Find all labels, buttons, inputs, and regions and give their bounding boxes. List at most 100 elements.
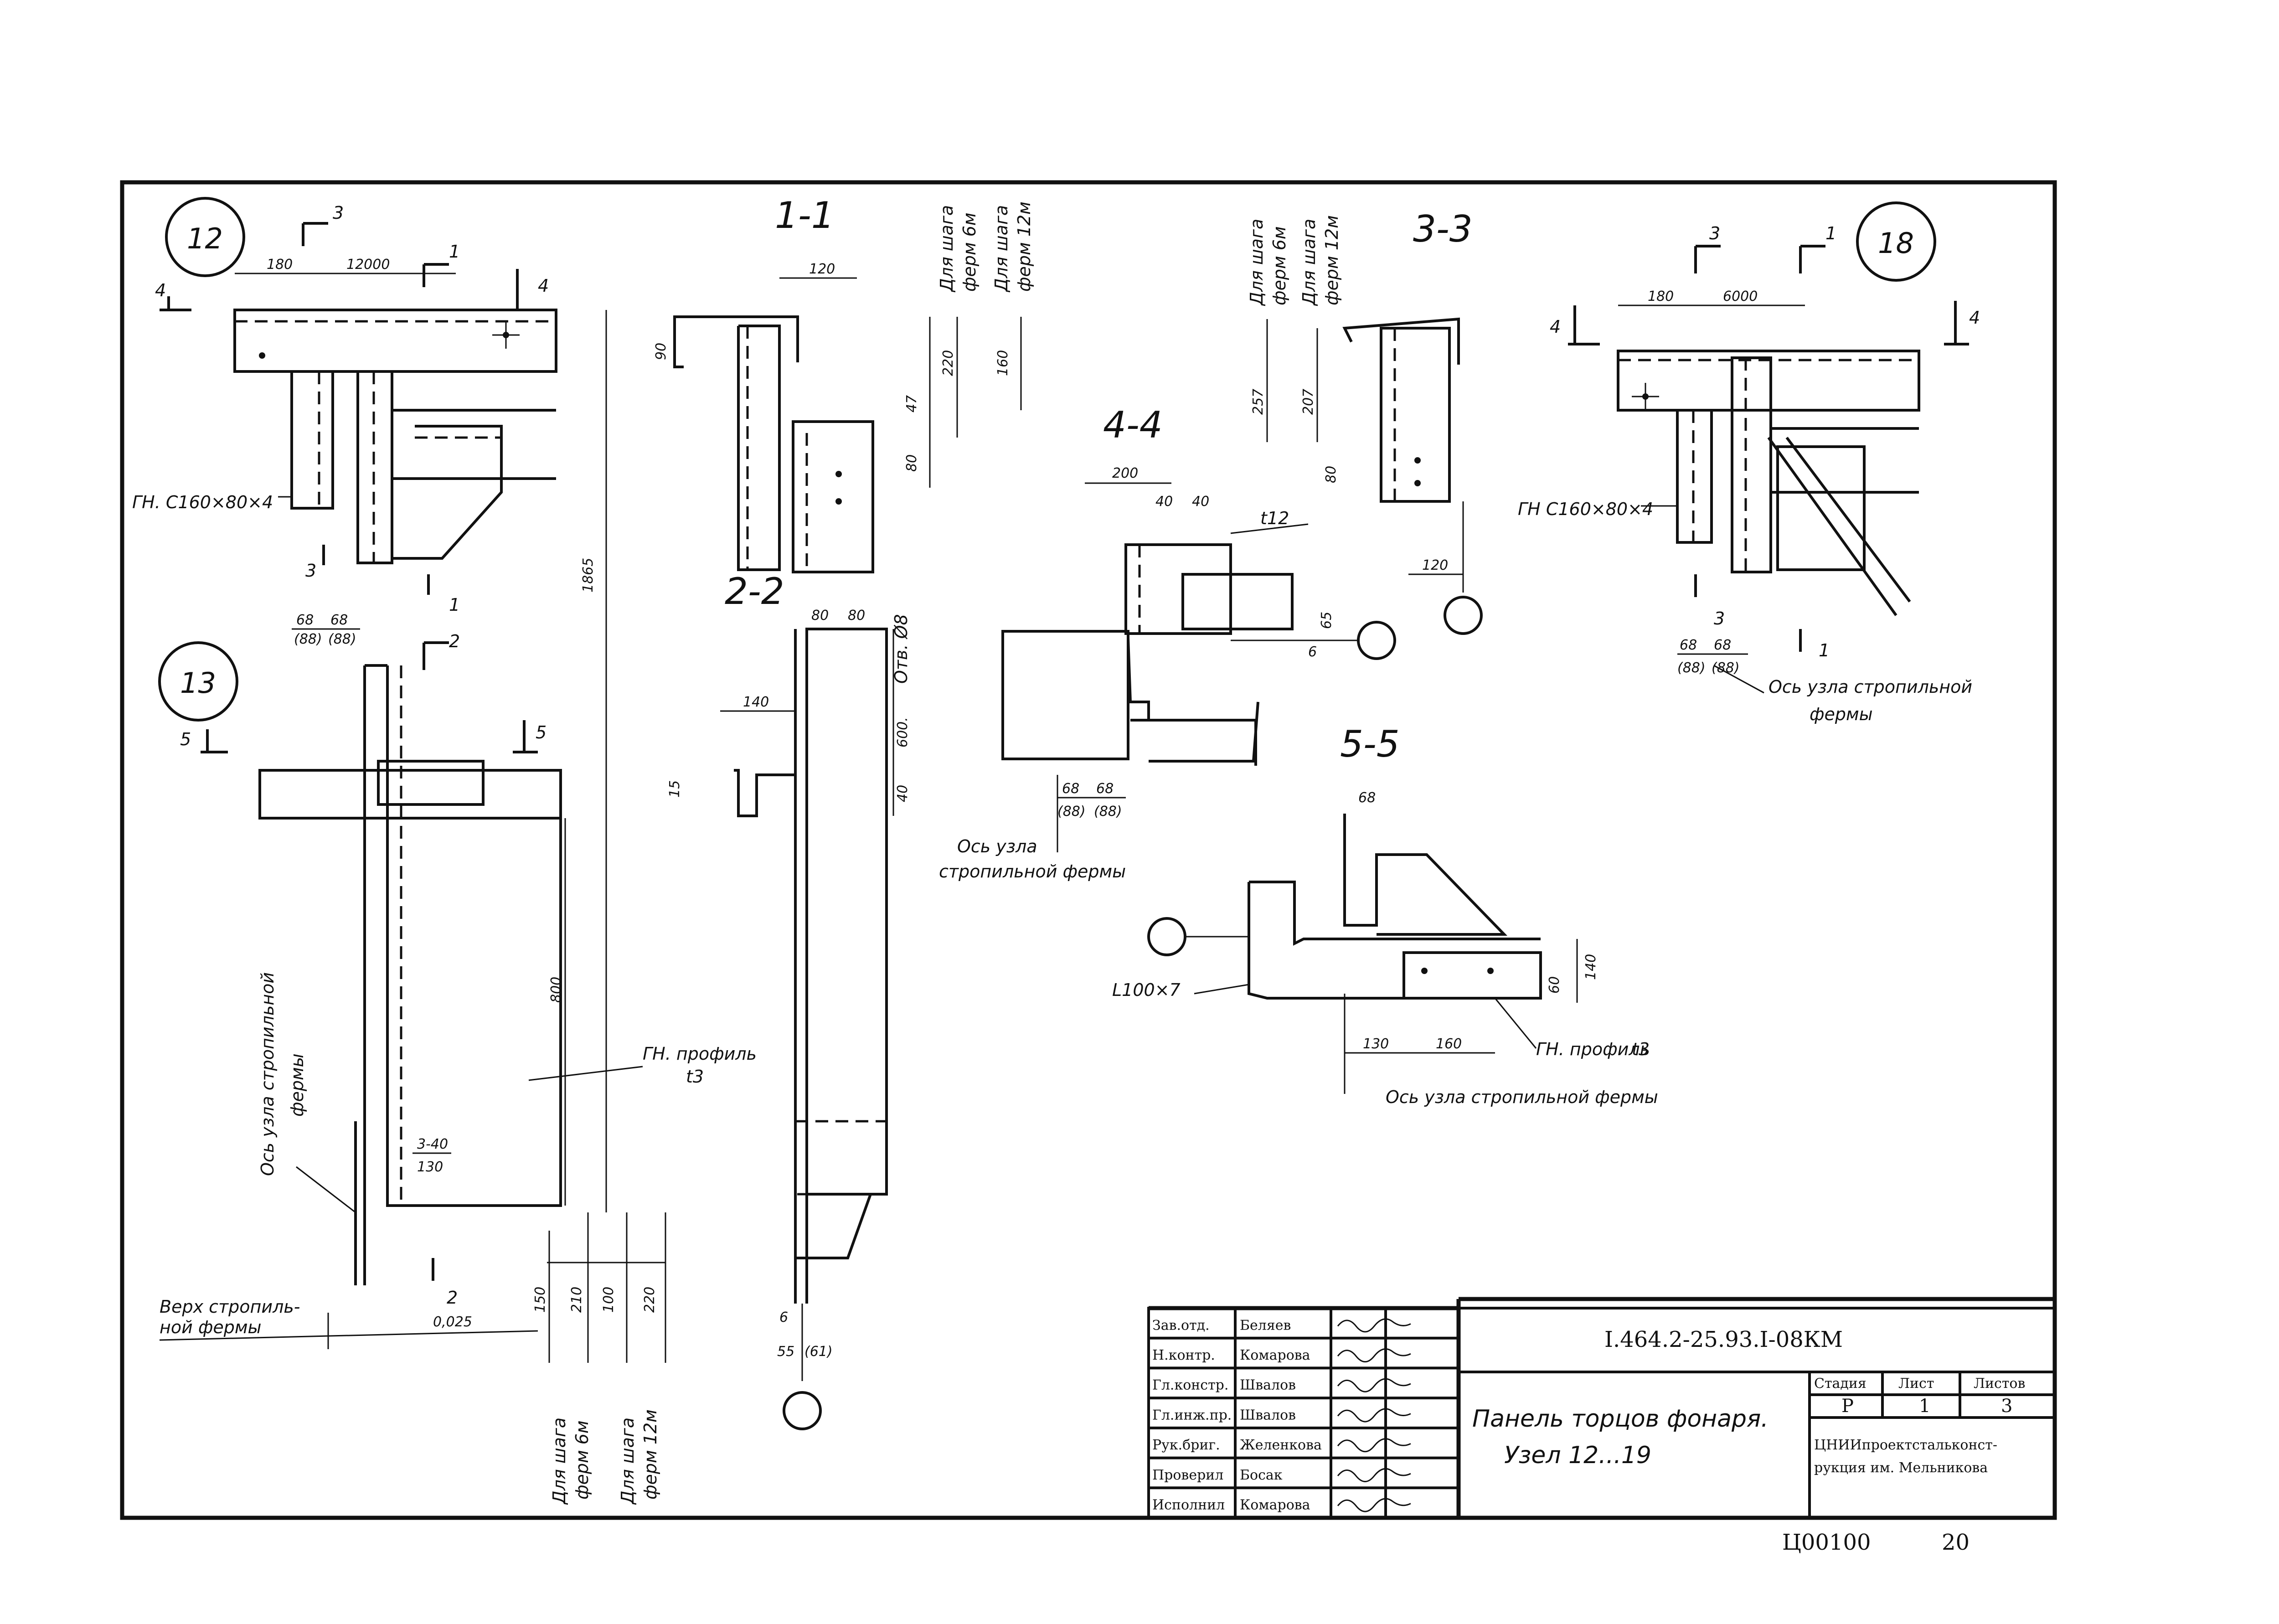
dim-150: 150: [532, 1287, 548, 1313]
cut-1-r: 1: [1825, 223, 1836, 243]
sheet-frame: [120, 180, 2057, 1520]
cut-4-left: 4: [155, 280, 166, 300]
dim-90: 90: [653, 343, 669, 360]
dim-257: 257: [1250, 389, 1266, 415]
step6-line1: Для шага: [549, 1418, 569, 1505]
section-4-4-title: 4-4: [1103, 404, 1163, 446]
step12-line2: ферм 12м: [640, 1409, 660, 1500]
verkh-line2: ной фермы: [160, 1317, 262, 1337]
dim-68-f: 68: [1680, 637, 1697, 653]
org-line1: ЦНИИпроектстальконст-: [1814, 1437, 1997, 1453]
dim-60: 60: [1547, 976, 1562, 994]
dim-80-a: 80: [904, 454, 920, 472]
dim-140-b: 140: [1583, 954, 1599, 980]
gn-profile-55: ГН. профиль: [1536, 1039, 1650, 1059]
title-row-role: Зав.отд.: [1152, 1317, 1210, 1333]
dim-1865: 1865: [580, 558, 596, 593]
dim-200: 200: [1112, 465, 1138, 481]
node-18-view: 18 3 1 4 4 180 6000 ГН С160×80×4: [1518, 201, 1980, 724]
section-2-2-title: 2-2: [725, 570, 784, 613]
dim-100: 100: [601, 1287, 617, 1313]
axis-node-line: Ось узла стропильной фермы: [1386, 1087, 1658, 1107]
node-18-label: 18: [1878, 227, 1914, 260]
title-row-role: Рук.бриг.: [1152, 1437, 1220, 1453]
dim-40-b: 40: [1192, 494, 1209, 510]
s11-step12-2: ферм 12м: [1014, 201, 1034, 292]
section-5-5-title: 5-5: [1340, 723, 1400, 765]
title-block: Зав.отд.БеляевН.контр.КомароваГл.констр.…: [1147, 1297, 2056, 1519]
cut-2-bottom: 2: [447, 1288, 458, 1308]
dim-6-b: 6: [1308, 644, 1317, 660]
axis-vertical-2: фермы: [287, 1053, 307, 1117]
dim-88-e: (88): [1677, 660, 1706, 676]
dim-160-b: 160: [1436, 1036, 1462, 1052]
signature-mark: [1337, 1468, 1411, 1482]
dim-40: 40: [895, 785, 911, 802]
org-line2: рукция им. Мельникова: [1814, 1460, 1988, 1476]
dim-210: 210: [569, 1287, 585, 1313]
dim-180: 180: [267, 257, 293, 273]
dim-68-e: 68: [1358, 790, 1376, 806]
dim-80-c: 80: [848, 608, 865, 624]
dim-80-d: 80: [1323, 466, 1339, 483]
dim-800: 800: [548, 977, 564, 1003]
dim-220: 220: [642, 1287, 658, 1313]
cut-4-r-left: 4: [1550, 317, 1561, 337]
cut-3-r: 3: [1709, 223, 1720, 243]
doc-title-2: Узел 12...19: [1504, 1442, 1651, 1469]
cut-1-bottom: 1: [449, 595, 460, 615]
s11-step6-2: ферм 6м: [959, 212, 980, 292]
dim-130: 130: [417, 1159, 443, 1175]
dim-6000: 6000: [1723, 289, 1758, 304]
node-18-marker: [1856, 201, 1936, 282]
cut-3-r-bottom: 3: [1714, 608, 1725, 629]
dim-61: (61): [804, 1344, 833, 1360]
axis-vertical-1: Ось узла стропильной: [258, 972, 278, 1176]
signature-mark: [1337, 1378, 1411, 1392]
gn-profile-t3: t3: [686, 1067, 704, 1087]
gn-profile-55-t3: t3: [1632, 1039, 1650, 1059]
dim-120-b: 120: [1422, 557, 1448, 573]
title-row-name: Беляев: [1240, 1317, 1291, 1333]
node-12-label: 12: [187, 222, 223, 255]
section-3-3-title: 3-3: [1413, 208, 1473, 250]
cut-2-top: 2: [449, 631, 460, 651]
page-number: 20: [1942, 1530, 1970, 1555]
dim-88-d: (88): [1094, 804, 1122, 820]
s33-step6-2: ферм 6м: [1269, 226, 1289, 305]
section-1-1-title: 1-1: [775, 194, 835, 237]
verkh-line1: Верх стропиль-: [160, 1297, 300, 1317]
t12-label: t12: [1260, 508, 1289, 528]
sheet-value: 1: [1919, 1396, 1930, 1417]
axis-r-1: Ось узла стропильной: [1769, 677, 1972, 697]
otv-label: Отв. Ø8: [891, 614, 911, 684]
gn-c160-label-right: ГН С160×80×4: [1518, 499, 1653, 519]
dim-12000: 12000: [346, 257, 390, 273]
title-row-name: Комарова: [1240, 1497, 1310, 1513]
dim-88-f: (88): [1712, 660, 1740, 676]
dim-180-r: 180: [1648, 289, 1674, 304]
cut-1-r-bottom: 1: [1819, 640, 1830, 660]
dim-88-c: (88): [1057, 804, 1086, 820]
dim-600: 600.: [895, 717, 911, 748]
signature-mark: [1337, 1348, 1411, 1363]
dim-160-a: 160: [995, 350, 1011, 376]
signature-mark: [1337, 1498, 1411, 1512]
dim-88-a: (88): [294, 631, 322, 647]
section-3-3: 3-3 Для шага ферм 6м Для шага ферм 12м 2…: [1247, 208, 1483, 635]
node-13-view: 13 2 5 5 1865 800 ГН. профиль t3 3-40 13…: [158, 310, 757, 1505]
section-5-5: 5-5 68 60 140 L100×7 130 160 ГН. профиль…: [1112, 723, 1658, 1107]
axis-node-1: Ось узла: [957, 836, 1037, 856]
dim-15: 15: [667, 780, 683, 798]
dim-0025: 0,025: [433, 1314, 472, 1330]
title-row-role: Н.контр.: [1152, 1347, 1215, 1363]
cut-4-right: 4: [538, 276, 549, 296]
signature-mark: [1337, 1318, 1411, 1333]
cut-5-right: 5: [536, 722, 547, 742]
title-row-name: Швалов: [1240, 1377, 1296, 1393]
dim-68-a: 68: [296, 612, 314, 628]
axis-r-2: фермы: [1810, 704, 1873, 724]
dim-3-40: 3-40: [417, 1136, 448, 1152]
axis-node-2: стропильной фермы: [939, 861, 1126, 882]
